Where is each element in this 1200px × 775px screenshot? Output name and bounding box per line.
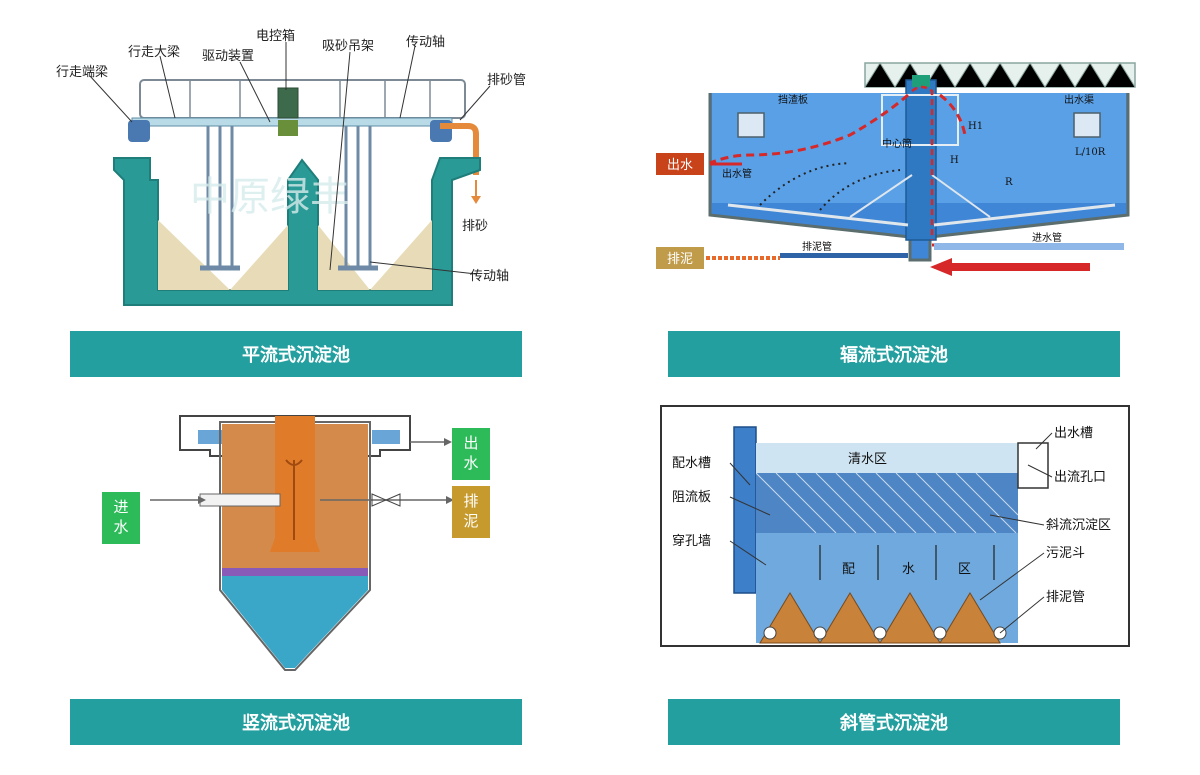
- label-water-out-1: 出: [463, 434, 478, 452]
- label-dist-1: 配: [842, 562, 855, 577]
- label-dim-r: R: [1005, 177, 1013, 188]
- label-outlet-hole: 出流孔口: [1054, 470, 1106, 485]
- label-sand-frame: 吸砂吊架: [322, 39, 374, 54]
- label-end-beam: 行走端梁: [56, 65, 108, 80]
- label-water-in-2: 水: [113, 518, 128, 536]
- label-water-in-1: 进: [113, 498, 128, 516]
- label-baffle: 阻流板: [672, 490, 711, 505]
- label-sludge-1: 排: [463, 492, 478, 510]
- label-dim-h1: H1: [968, 121, 983, 132]
- label-center-tube: 中心筒: [882, 137, 912, 150]
- label-inclined-zone: 斜流沉淀区: [1046, 518, 1111, 533]
- panel-horizontal-tank: 中原绿丰 行走端梁 行走大梁 电控箱 驱动装置 吸砂吊架 传动轴 排砂管 排砂 …: [40, 0, 540, 330]
- radial-tank-diagram: 出水 排泥 挡渣板 出水渠 出水管 中心筒 排泥管 进水管 H1 H R L/1…: [656, 62, 1136, 276]
- label-water-trough: 配水槽: [672, 456, 711, 471]
- label-sludge-pipe: 排泥管: [802, 240, 832, 253]
- caption-radial-tank: 辐流式沉淀池: [668, 331, 1120, 377]
- label-outlet-pipe: 出水管: [722, 167, 752, 180]
- caption-vertical-tank: 竖流式沉淀池: [70, 699, 522, 745]
- caption-horizontal-tank: 平流式沉淀池: [70, 331, 522, 377]
- label-baffle: 挡渣板: [778, 93, 808, 106]
- label-outlet-channel: 出水渠: [1064, 93, 1094, 106]
- horizontal-tank-diagram: 中原绿丰 行走端梁 行走大梁 电控箱 驱动装置 吸砂吊架 传动轴 排砂管 排砂 …: [56, 28, 526, 306]
- label-perforated-wall: 穿孔墙: [672, 533, 711, 549]
- label-drive: 驱动装置: [202, 49, 254, 64]
- label-water-out-2: 水: [463, 454, 478, 472]
- label-sludge-2: 泥: [463, 512, 478, 530]
- label-control-box: 电控箱: [256, 28, 295, 44]
- label-sludge: 排泥: [667, 252, 693, 267]
- label-sludge-hopper: 污泥斗: [1046, 546, 1085, 561]
- caption-inclined-tank: 斜管式沉淀池: [668, 699, 1120, 745]
- label-dim-h: H: [950, 155, 959, 166]
- inclined-tank-diagram: 配水槽 阻流板 穿孔墙 清水区 出水槽 出流孔口 斜流沉淀区 污泥斗 排泥管 配…: [660, 405, 1130, 647]
- label-dim-l: L/10R: [1075, 147, 1106, 158]
- panel-radial-tank: 出水 排泥 挡渣板 出水渠 出水管 中心筒 排泥管 进水管 H1 H R L/1…: [650, 55, 1150, 280]
- label-dist-3: 区: [958, 562, 971, 577]
- label-shaft-top: 传动轴: [406, 35, 445, 50]
- panel-vertical-tank: 进 水 出 水 排 泥: [90, 400, 530, 690]
- label-sludge-pipe: 排泥管: [1046, 590, 1085, 605]
- label-outlet-trough: 出水槽: [1054, 426, 1093, 441]
- label-main-beam: 行走大梁: [128, 45, 180, 60]
- panel-inclined-tank: 配水槽 阻流板 穿孔墙 清水区 出水槽 出流孔口 斜流沉淀区 污泥斗 排泥管 配…: [660, 405, 1130, 650]
- label-water-out: 出水: [667, 158, 693, 173]
- label-shaft-bottom: 传动轴: [470, 269, 509, 284]
- label-sand-out: 排砂: [462, 219, 488, 234]
- label-sand-pipe: 排砂管: [487, 73, 526, 88]
- label-inlet-pipe: 进水管: [1032, 231, 1062, 244]
- label-dist-2: 水: [902, 562, 915, 577]
- vertical-tank-diagram: 进 水 出 水 排 泥: [102, 415, 490, 671]
- watermark-text: 中原绿丰: [190, 174, 350, 220]
- label-clear-zone: 清水区: [848, 452, 887, 467]
